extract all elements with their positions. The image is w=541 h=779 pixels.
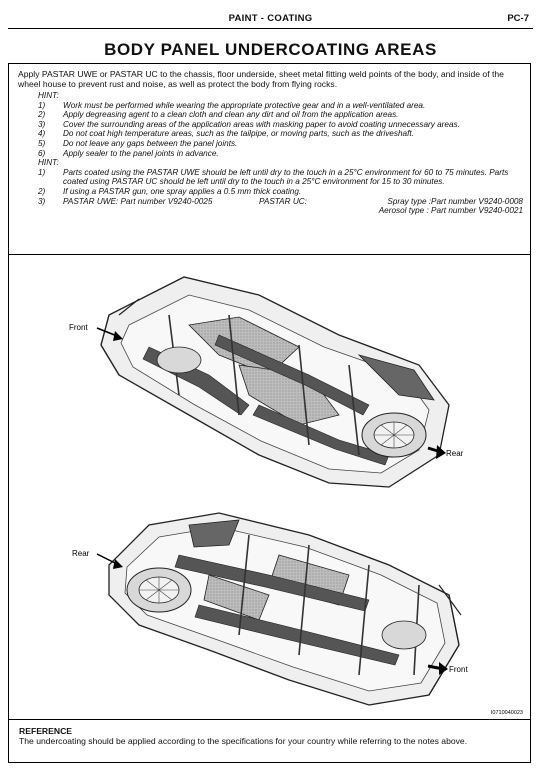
instruction-item: 4)Do not coat high temperature areas, su… bbox=[38, 129, 414, 139]
instruction-item: 2)Apply degreasing agent to a clean clot… bbox=[38, 110, 399, 120]
reference-block: REFERENCE The undercoating should be app… bbox=[19, 726, 519, 747]
bottom-vehicle-underbody bbox=[108, 512, 462, 706]
instruction-item: 6)Apply sealer to the panel joints in ad… bbox=[38, 148, 219, 158]
reference-text: The undercoating should be applied accor… bbox=[19, 736, 468, 747]
bottom-rear-arrowhead bbox=[113, 559, 123, 569]
hint-label-2: HINT: bbox=[38, 158, 59, 168]
top-rear-label: Rear bbox=[446, 449, 464, 458]
page-number: PC-7 bbox=[507, 13, 529, 24]
top-front-arrow bbox=[96, 327, 118, 337]
top-vehicle-underbody bbox=[100, 276, 450, 488]
uwe-part-number: PASTAR UWE: Part number V9240-0025 bbox=[63, 196, 213, 206]
figure-code: I0710040023 bbox=[491, 710, 523, 716]
instruction-item: 1)Work must be performed while wearing t… bbox=[38, 100, 426, 110]
content-box: Apply PASTAR UWE or PASTAR UC to the cha… bbox=[8, 63, 531, 763]
uc-spray-part-number: Spray type :Part number V9240-0008 bbox=[387, 196, 523, 206]
hint-label: HINT: bbox=[38, 91, 59, 100]
hint-item: 1)Parts coated using the PASTAR UWE shou… bbox=[38, 167, 509, 187]
instruction-item: 3)Cover the surrounding areas of the app… bbox=[38, 119, 460, 129]
bottom-rear-arrow bbox=[96, 553, 118, 565]
intro-text: Apply PASTAR UWE or PASTAR UC to the cha… bbox=[18, 69, 504, 90]
top-rear-arrowhead bbox=[436, 445, 446, 459]
page-header: PAINT - COATING PC-7 bbox=[8, 8, 533, 29]
uc-aerosol-part-number: Aerosol type : Part number V9240-0021 bbox=[378, 206, 523, 216]
instruction-item: 5)Do not leave any gaps between the pane… bbox=[38, 138, 238, 148]
parts-item: 3) PASTAR UWE: Part number V9240-0025 PA… bbox=[38, 196, 523, 216]
top-front-arrowhead bbox=[113, 331, 123, 341]
bottom-front-label: Front bbox=[449, 665, 468, 674]
top-front-label: Front bbox=[69, 323, 88, 332]
hint-item: 2)If using a PASTAR gun, one spray appli… bbox=[38, 186, 302, 196]
divider bbox=[9, 254, 530, 255]
page-title: BODY PANEL UNDERCOATING AREAS bbox=[104, 40, 437, 59]
section-title: PAINT - COATING bbox=[228, 13, 313, 24]
divider bbox=[9, 719, 530, 720]
instructions-block: HINT: 1)Work must be performed while wea… bbox=[18, 91, 523, 216]
bottom-front-arrowhead bbox=[439, 662, 448, 675]
uc-label: PASTAR UC: bbox=[259, 196, 307, 206]
undercoating-figure: Front Rear Rear Front I0710040023 bbox=[69, 276, 523, 716]
reference-title: REFERENCE bbox=[19, 726, 73, 736]
bottom-rear-label: Rear bbox=[72, 549, 90, 558]
